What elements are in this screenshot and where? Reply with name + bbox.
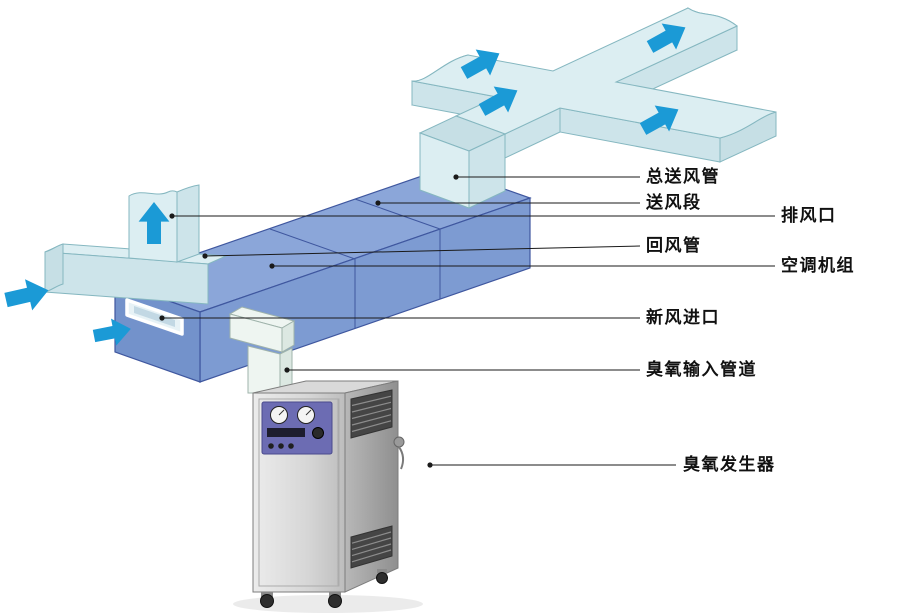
fresh-air-inlet-opening xyxy=(125,298,184,336)
label-air-conditioning-unit: 空调机组 xyxy=(781,255,855,276)
airflow-arrow-fresh-icon xyxy=(92,318,131,346)
ahu-section-line xyxy=(354,198,441,230)
label-fresh-air-inlet: 新风进口 xyxy=(646,307,720,328)
return-duct-end-cut xyxy=(44,243,64,293)
label-dot xyxy=(269,263,275,269)
vent-grille xyxy=(350,525,393,569)
gauge-left-needle xyxy=(278,409,285,416)
panel-button xyxy=(278,443,284,449)
inlet-slot xyxy=(134,306,175,327)
label-dot xyxy=(169,213,175,219)
exhaust-riser xyxy=(128,184,200,263)
side-vent-top xyxy=(350,389,393,439)
airflow-arrow-center-icon xyxy=(478,86,518,116)
cabinet-shadow xyxy=(233,595,423,613)
caster-wheel xyxy=(376,572,388,584)
label-exhaust-air-outlet: 排风口 xyxy=(781,205,837,226)
panel-knob xyxy=(312,427,324,439)
airflow-arrow-west-icon xyxy=(460,49,500,79)
drop-duct-side-face xyxy=(468,133,506,209)
label-dot xyxy=(202,253,208,259)
side-vent-bottom xyxy=(350,525,393,569)
caster-mount xyxy=(377,569,387,573)
cabinet-door-seam xyxy=(258,398,340,587)
caster-wheel xyxy=(260,594,274,608)
casters xyxy=(260,569,388,608)
supply-drop-duct xyxy=(418,115,507,209)
panel-display xyxy=(267,428,305,437)
panel-button xyxy=(268,443,274,449)
riser-side-face xyxy=(176,184,200,263)
callouts: 总送风管 送风段 排风口 回风管 空调机组 新风进口 臭氧输入管道 臭氧发生器 xyxy=(159,166,855,475)
gauge-right-needle xyxy=(305,409,312,416)
label-dot xyxy=(453,174,459,180)
label-main-supply-duct: 总送风管 xyxy=(646,166,720,187)
panel-button xyxy=(288,443,294,449)
label-line xyxy=(204,245,641,257)
caster-wheel xyxy=(328,594,342,608)
pipe-elbow-front xyxy=(229,313,283,353)
label-dot xyxy=(284,367,290,373)
label-ozone-input-pipe: 臭氧输入管道 xyxy=(646,359,757,380)
ahu-section-line xyxy=(269,228,356,260)
label-supply-air-section: 送风段 xyxy=(646,192,702,213)
ozone-generator-cabinet xyxy=(233,380,423,613)
pipe-vertical-front xyxy=(247,345,281,394)
label-dot xyxy=(159,315,165,321)
airflow-arrow-return-icon xyxy=(4,279,49,311)
label-dot xyxy=(375,200,381,206)
control-panel xyxy=(261,401,333,455)
fitting-valve xyxy=(393,436,405,448)
supply-cross-duct xyxy=(411,7,777,163)
label-ozone-generator: 臭氧发生器 xyxy=(683,454,776,475)
fitting-tube xyxy=(398,446,405,470)
label-dot xyxy=(427,462,433,468)
airflow-arrow-up-icon xyxy=(138,202,170,244)
side-outlet-fitting xyxy=(393,436,405,470)
airflow-arrow-north-icon xyxy=(646,23,686,53)
label-return-air-duct: 回风管 xyxy=(646,235,702,256)
airflow-arrow-east-icon xyxy=(639,105,679,135)
